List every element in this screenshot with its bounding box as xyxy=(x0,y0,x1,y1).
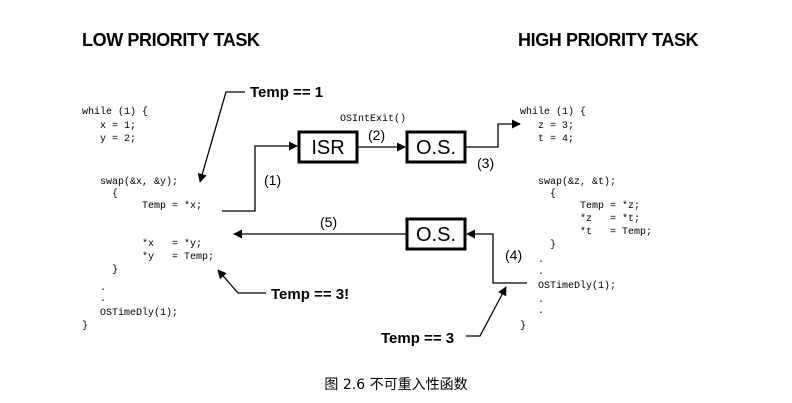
temp-equals-3-bang-note: Temp == 3! xyxy=(271,286,349,303)
code-line: y = 2; xyxy=(82,134,136,145)
code-line: } xyxy=(82,320,88,332)
code-line: OSTimeDly(1); xyxy=(520,280,616,292)
isr-box xyxy=(297,130,359,164)
code-line: swap(&z, &t); xyxy=(520,176,616,188)
temp-equals-1-note: Temp == 1 xyxy=(250,84,323,101)
code-line: Temp = *z; xyxy=(520,200,640,212)
code-line: *x = *y; xyxy=(82,238,202,250)
code-line: *t = Temp; xyxy=(520,226,652,238)
switch-to-high-arrow xyxy=(466,119,521,148)
step-1-label: (1) xyxy=(264,172,281,188)
code-line: swap(&x, &y); xyxy=(82,176,178,188)
code-line: { xyxy=(82,188,118,200)
step-5-label: (5) xyxy=(320,214,337,230)
high-to-os-arrow xyxy=(466,229,527,284)
os-label-lower: O.S. xyxy=(416,224,456,246)
isr-label: ISR xyxy=(311,137,344,159)
code-line: z = 3; xyxy=(520,121,574,132)
code-line: *z = *t; xyxy=(520,213,640,225)
temp3-pointer-arrow xyxy=(466,286,507,337)
code-line: . xyxy=(82,294,106,305)
code-line: Temp = *x; xyxy=(82,200,202,212)
os-box-lower xyxy=(405,217,467,251)
step-4-label: (4) xyxy=(505,247,522,263)
os-label-upper: O.S. xyxy=(416,137,456,159)
high-priority-heading: HIGH PRIORITY TASK xyxy=(518,30,699,50)
step-2-label: (2) xyxy=(368,127,385,143)
low-priority-code: while (1) { x = 1; y = 2; swap(&x, &y); … xyxy=(82,106,214,332)
step-3-label: (3) xyxy=(477,155,494,171)
code-line: . xyxy=(520,306,544,317)
temp3-bang-pointer-arrow xyxy=(217,269,266,294)
code-line: } xyxy=(520,320,526,332)
code-line: OSTimeDly(1); xyxy=(82,307,178,319)
interrupt-arrow xyxy=(222,141,298,212)
osintexit-label: OSIntExit() xyxy=(340,113,406,125)
temp-equals-3-note: Temp == 3 xyxy=(381,330,454,347)
code-line: . xyxy=(520,295,544,306)
code-line: . xyxy=(520,255,544,266)
figure-caption: 图 2.6 不可重入性函数 xyxy=(324,377,467,393)
code-line: while (1) { xyxy=(520,106,586,118)
high-priority-code: while (1) { z = 3; t = 4; swap(&z, &t); … xyxy=(520,106,652,332)
code-line: { xyxy=(520,188,556,200)
code-line: } xyxy=(520,239,556,251)
code-line: . xyxy=(82,283,106,294)
code-line: *y = Temp; xyxy=(82,251,214,263)
code-line: while (1) { xyxy=(82,106,148,118)
os-box-upper xyxy=(405,130,467,164)
temp1-pointer-arrow xyxy=(197,91,245,183)
code-line: t = 4; xyxy=(520,134,574,145)
low-priority-heading: LOW PRIORITY TASK xyxy=(82,30,260,50)
code-line: } xyxy=(82,264,118,276)
code-line: x = 1; xyxy=(82,121,136,132)
code-line: . xyxy=(520,267,544,278)
